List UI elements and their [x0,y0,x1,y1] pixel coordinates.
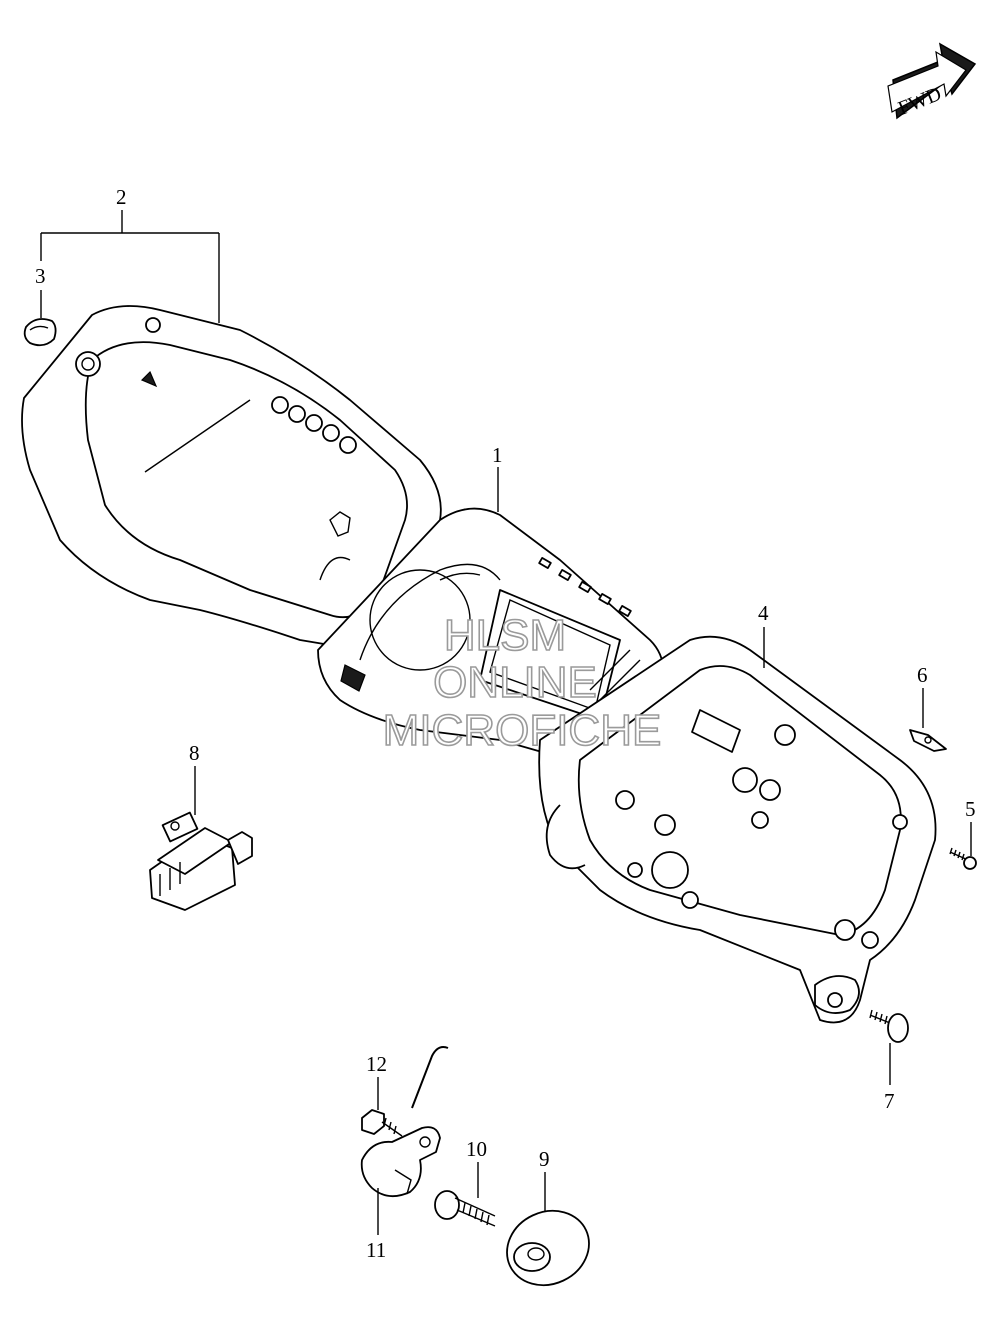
callout-6: 6 [917,663,928,687]
callout-10: 10 [466,1137,487,1161]
part-6-plate [909,688,947,752]
callout-2: 2 [116,185,127,209]
part-4-lower-case [538,635,937,1024]
leader-bracket-2-3 [40,210,220,323]
part-3-cap [23,318,57,347]
part-9-cap [506,1172,590,1287]
callout-1: 1 [492,443,503,467]
case-bosses [615,724,908,949]
watermark-line-2: ONLINE [433,658,597,707]
part-11-bracket [360,1126,441,1235]
indicator-lamp-holes [271,396,357,454]
fwd-arrow-icon: FWD [887,42,977,120]
callout-9: 9 [539,1147,550,1171]
part-5-screw [949,822,977,870]
callout-12: 12 [366,1052,387,1076]
segment-display-marks [538,557,632,617]
callout-8: 8 [189,741,200,765]
watermark-line-1: HLSM [444,611,566,660]
part-10-adjuster [434,1162,496,1227]
part-8-connector [149,766,253,911]
watermark: HLSM ONLINE MICROFICHE [382,610,662,756]
part-2-meter-cover [21,305,442,651]
part-7-screw [869,1009,909,1085]
watermark-line-3: MICROFICHE [383,706,662,755]
callout-3: 3 [35,264,46,288]
part-1-meter-assembly [317,507,665,764]
callout-7: 7 [884,1089,895,1113]
part-12-bolt [361,1046,449,1137]
callout-4: 4 [758,601,769,625]
callout-5: 5 [965,797,976,821]
callout-11: 11 [366,1238,386,1262]
callout-labels: 1 2 3 4 5 6 7 8 9 10 11 12 [35,185,976,1262]
